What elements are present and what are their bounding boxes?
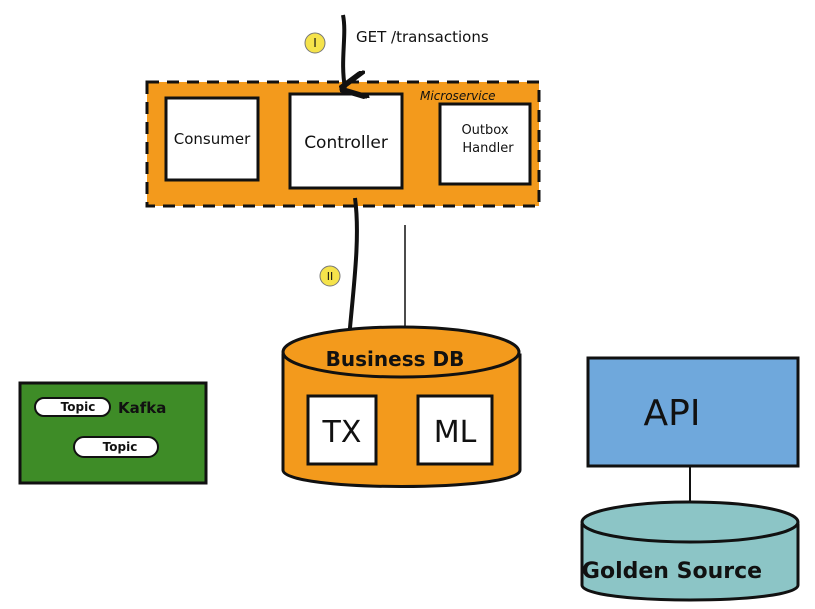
business-db-cylinder-top xyxy=(281,325,521,379)
request-label: GET /transactions xyxy=(356,28,489,46)
outbox-handler-box[interactable] xyxy=(438,102,532,186)
tx-table-label: TX xyxy=(322,415,362,450)
outbox-handler-label-line2: Handler xyxy=(462,141,514,156)
api-label: API xyxy=(644,393,701,434)
consumer-label: Consumer xyxy=(174,130,251,148)
kafka-topic-1-label: Topic xyxy=(61,400,96,414)
step-marker-2-label: II xyxy=(327,270,334,283)
golden-source-label: Golden Source xyxy=(582,559,762,584)
kafka-label: Kafka xyxy=(118,399,166,417)
golden-source-cylinder-body xyxy=(580,523,800,602)
controller-label: Controller xyxy=(304,133,388,153)
outbox-handler-label-line1: Outbox xyxy=(461,123,508,138)
step-marker-1-label: I xyxy=(313,36,317,50)
controller-box[interactable] xyxy=(288,92,404,190)
business-db-label: Business DB xyxy=(326,347,465,371)
request-arrow xyxy=(343,14,345,88)
kafka-group: Kafka Topic Topic xyxy=(18,381,208,485)
api-group: API xyxy=(586,356,800,505)
request-flow: I GET /transactions xyxy=(304,14,489,88)
golden-source-group: Golden Source xyxy=(580,500,800,602)
kafka-topic-2-label: Topic xyxy=(103,440,138,454)
ml-table-label: ML xyxy=(434,415,477,450)
tx-table-box[interactable] xyxy=(306,394,378,466)
step-marker-1 xyxy=(304,32,326,54)
business-db-group: Business DB TX ML xyxy=(281,325,522,488)
kafka-topic-1[interactable] xyxy=(34,397,111,417)
golden-source-cylinder-top xyxy=(580,500,800,544)
ml-table-box[interactable] xyxy=(416,394,494,466)
microservice-label: Microservice xyxy=(420,89,496,103)
microservice-group: Microservice Consumer Controller Outbox … xyxy=(145,80,541,208)
consumer-box[interactable] xyxy=(164,96,260,182)
step-marker-2 xyxy=(319,265,341,287)
kafka-topic-2[interactable] xyxy=(73,436,159,458)
api-container[interactable] xyxy=(586,356,800,468)
